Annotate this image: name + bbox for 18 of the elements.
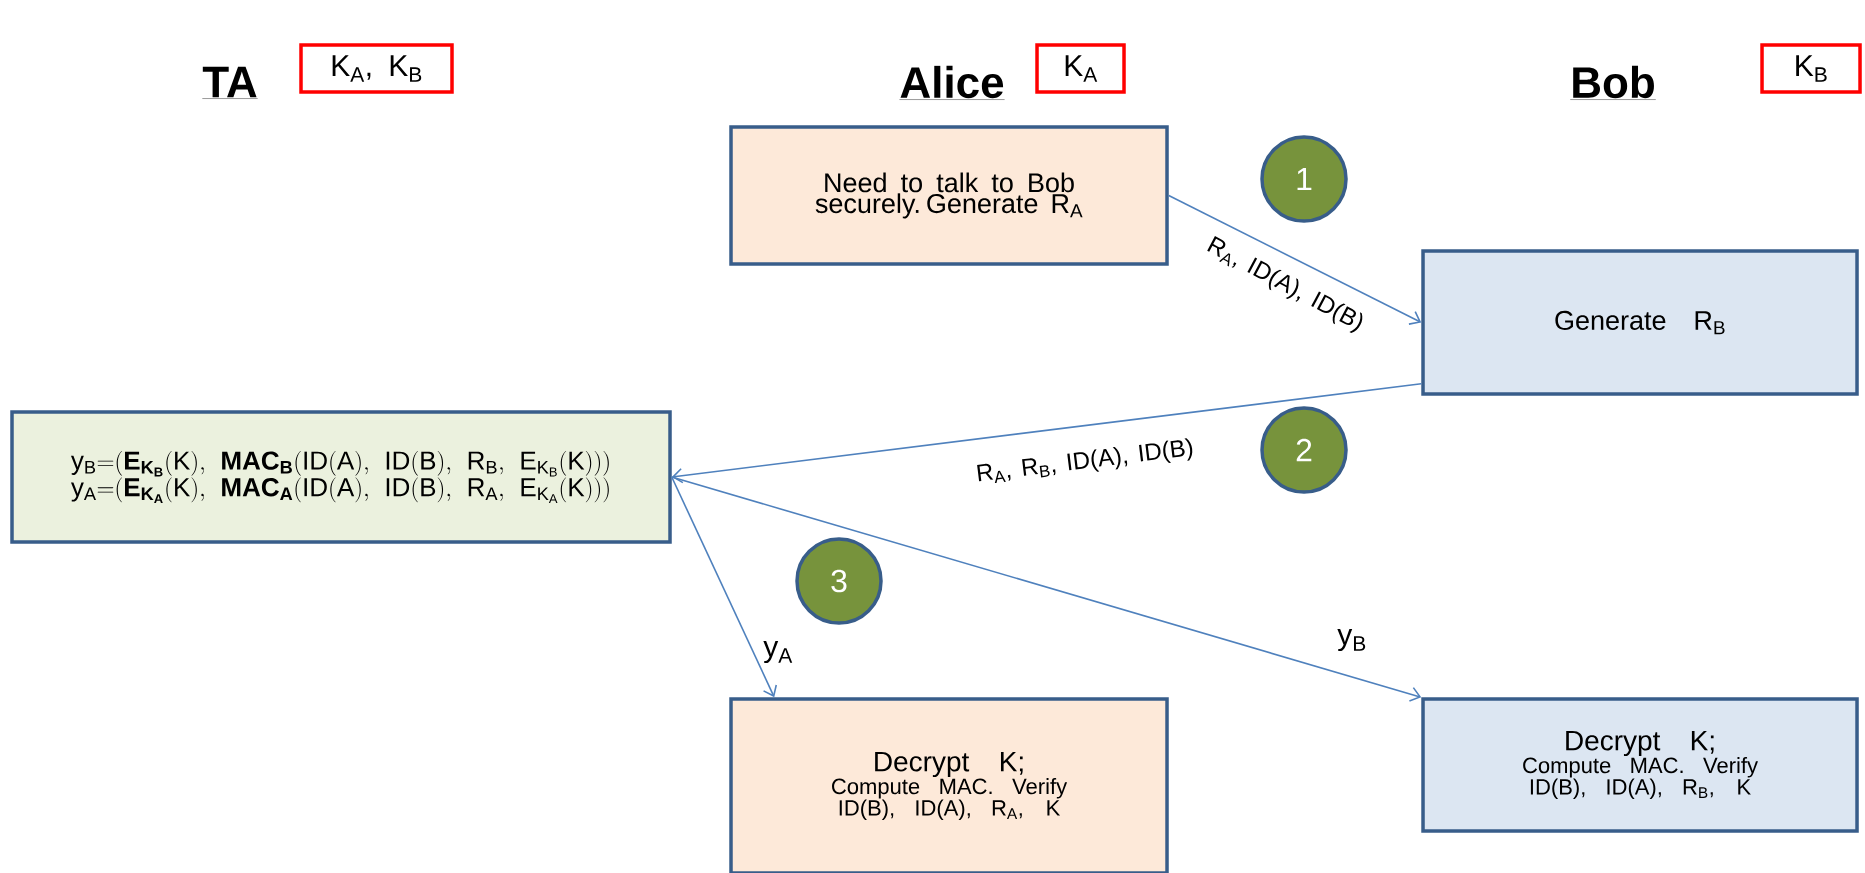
key-box: K$_{B}$: [1760, 43, 1862, 94]
edge-label: R$_{A}$, R$_{B}$, ID(A), ID(B): [972, 435, 1198, 489]
arrow: [671, 382, 1423, 484]
process-box: Decrypt K; Compute MAC. Verify ID(B), ID(A), R$_{B}$, K: [1421, 697, 1859, 833]
key-box: K$_{A}$, K$_{B}$: [299, 43, 454, 94]
arrow: [670, 476, 1422, 702]
column-heading: TA: [202, 66, 258, 99]
process-box: Need to talk to Bob securely. Generate R$_{A}$: [729, 125, 1169, 266]
edge-label: y$_{A}$: [761, 638, 795, 666]
edge-label: y$_{B}$: [1335, 626, 1369, 654]
arrow: [1167, 194, 1422, 325]
process-box: Generate R$_{B}$: [1421, 249, 1859, 396]
arrow: [670, 476, 778, 698]
process-box: Decrypt K; Compute MAC. Verify ID(B), ID(A), R$_{A}$, K: [729, 697, 1169, 873]
message-box: $\mathrm{y_B{=}(\mathbf{E_{K_B}}(K),\ \mathbf{MAC_B}(ID(A),\ ID(B),\ R_B,\ E_{K_B}(K)))}$ $\mathrm{y_A{=}(\mathbf{E_{K_A}}(K),\ \mathbf{MAC_A}(ID(A),\ ID(B),\ R_A,\ E_{K_A}(K)))}$: [10, 410, 672, 544]
column-heading: Alice: [899, 65, 1005, 100]
key-box: K$_{A}$: [1035, 43, 1126, 94]
column-heading: Bob: [1570, 65, 1656, 100]
